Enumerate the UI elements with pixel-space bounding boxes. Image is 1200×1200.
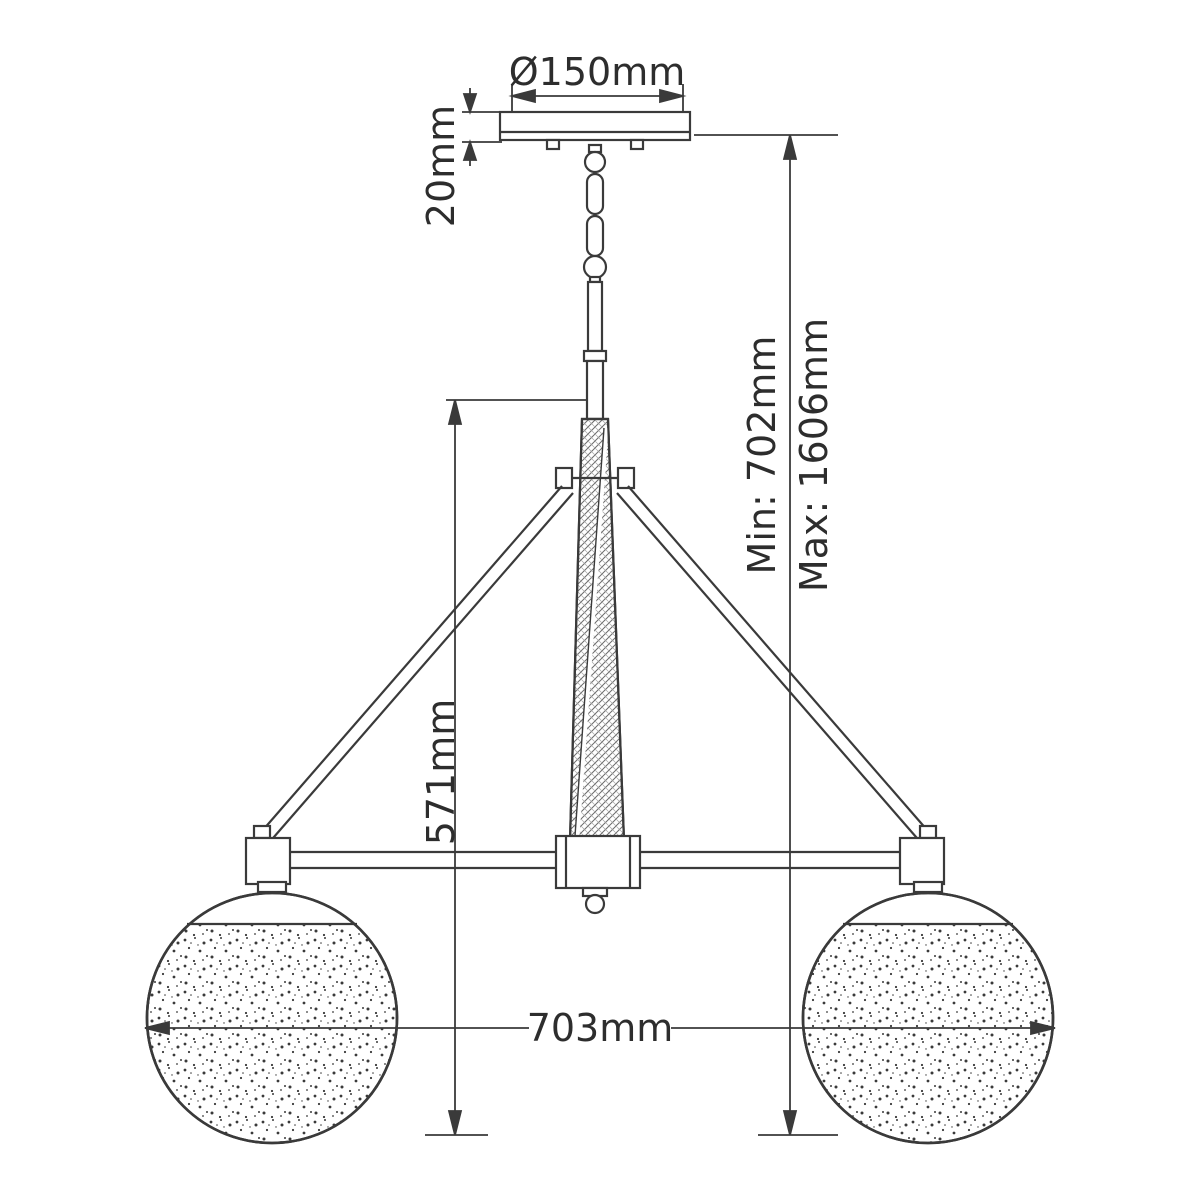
label-body-height: 571mm	[419, 699, 463, 846]
label-max-height: Max: 1606mm	[792, 318, 836, 592]
label-canopy-height: 20mm	[419, 105, 463, 227]
dim-overall-width	[144, 1004, 1056, 1050]
right-arm	[616, 485, 935, 846]
chain-assembly	[582, 143, 608, 284]
arrowhead-left	[144, 1020, 170, 1036]
arrowhead-down	[447, 1110, 463, 1136]
stem-rod	[582, 280, 608, 421]
arrowhead-up	[782, 134, 798, 160]
right-globe	[801, 891, 1055, 1145]
fixture	[145, 110, 1055, 1145]
dimensions	[144, 84, 1056, 1136]
arrowhead-down	[782, 1110, 798, 1136]
dim-canopy-height	[462, 88, 502, 166]
central-hub	[554, 834, 642, 915]
arrowhead-right	[659, 88, 687, 104]
dim-min-max-drop	[694, 134, 838, 1136]
label-overall-width: 703mm	[527, 1006, 674, 1050]
label-min-height: Min: 702mm	[740, 336, 784, 575]
arrowhead-up	[462, 139, 478, 161]
arrowhead-down	[462, 93, 478, 115]
arrowhead-up	[447, 399, 463, 425]
arrowhead-right	[1030, 1020, 1056, 1036]
label-canopy-diameter: Ø150mm	[509, 50, 685, 94]
left-arm-fitting	[244, 824, 292, 894]
left-arm	[255, 485, 574, 846]
cross-bar	[290, 850, 900, 870]
ceiling-canopy	[498, 110, 692, 151]
arrowhead-left	[508, 88, 536, 104]
right-arm-fitting	[898, 824, 946, 894]
dim-canopy-diameter	[508, 84, 687, 111]
dimension-labels: Ø150mm 20mm 571mm Min: 702mm Max: 1606mm…	[419, 50, 836, 1050]
central-column	[568, 417, 626, 842]
arm-attachment-lugs	[554, 466, 636, 490]
left-globe	[145, 891, 399, 1145]
dim-body-height	[425, 399, 588, 1136]
